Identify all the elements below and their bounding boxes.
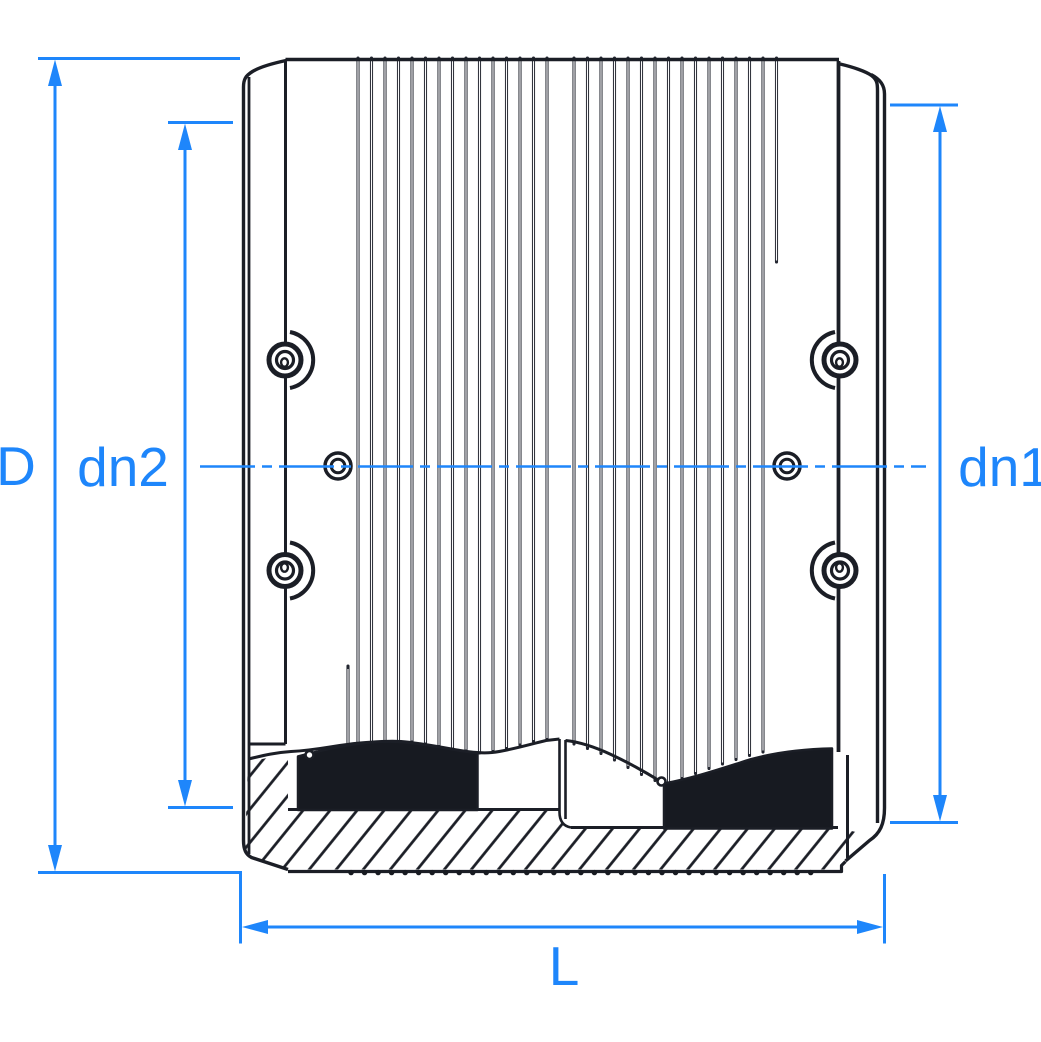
dim-nominal-left bbox=[168, 121, 233, 809]
bore-step-face bbox=[558, 739, 572, 829]
label-nominal-right: dn1 bbox=[958, 436, 1041, 498]
label-outer-diameter: D bbox=[0, 435, 36, 497]
label-length: L bbox=[549, 935, 580, 997]
fusion-zone-right bbox=[662, 747, 834, 830]
left-sleeve-edge bbox=[249, 60, 287, 746]
left-end-cap bbox=[241, 58, 289, 872]
terminal-screw-top-right bbox=[809, 330, 859, 390]
dim-nominal-right bbox=[890, 103, 958, 824]
label-nominal-left: dn2 bbox=[77, 436, 169, 498]
dim-length bbox=[242, 874, 886, 944]
body-bottom-edge bbox=[288, 860, 847, 874]
right-end-cap bbox=[839, 62, 880, 823]
terminal-screw-bottom-left bbox=[266, 540, 316, 601]
wire-end-left bbox=[304, 749, 315, 761]
dim-outer-diameter bbox=[38, 57, 242, 944]
right-end-cap-outer bbox=[844, 72, 887, 863]
cross-section-hatch bbox=[245, 753, 866, 870]
break-line bbox=[248, 737, 660, 782]
terminal-screw-top-left bbox=[266, 330, 316, 390]
coil-winding-highlight bbox=[347, 61, 778, 782]
fusion-zone-left bbox=[296, 740, 479, 812]
terminal-screw-bottom-right bbox=[809, 540, 859, 601]
